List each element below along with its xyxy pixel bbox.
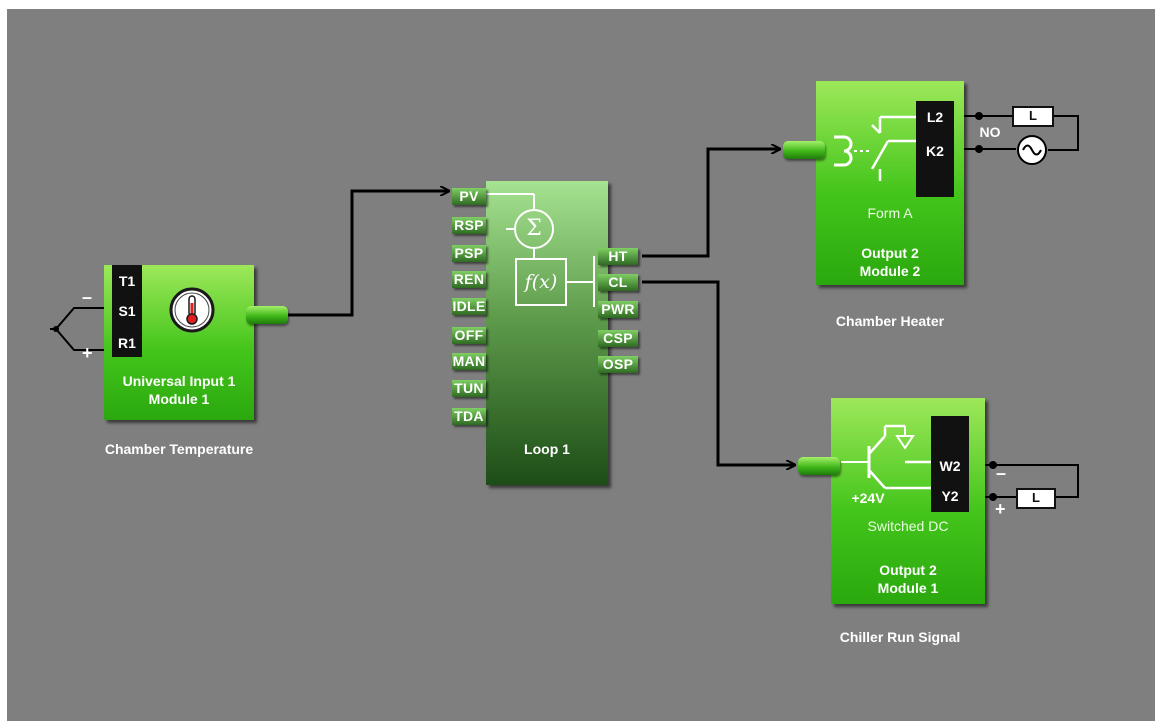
chiller-type: Switched DC [867, 518, 949, 534]
chiller-plus-label: + [995, 499, 1006, 519]
input-terminal-strip: T1 S1 R1 [112, 265, 142, 357]
loop-input-off[interactable]: OFF [452, 327, 486, 344]
heater-output-block[interactable]: L2 K2 Form A Output 2 Module 2 [816, 81, 964, 285]
input-caption: Chamber Temperature [104, 441, 254, 457]
loop-output-ht[interactable]: HT [598, 248, 638, 265]
terminal-w2[interactable]: W2 [939, 458, 961, 474]
loop-block[interactable]: Σ f(x) Loop 1 [486, 181, 608, 485]
loop-input-rsp[interactable]: RSP [452, 217, 486, 234]
heater-input-connector[interactable] [783, 141, 825, 159]
function-symbol: f(x) [524, 271, 558, 293]
heater-caption: Chamber Heater [835, 313, 945, 329]
transistor-icon [841, 424, 931, 490]
loop-input-psp[interactable]: PSP [452, 245, 486, 262]
relay-icon [834, 115, 916, 181]
loop-output-csp[interactable]: CSP [598, 330, 638, 347]
chiller-name-line2: Module 1 [877, 580, 939, 596]
terminal-t1[interactable]: T1 [118, 273, 136, 289]
thermocouple-minus-label: – [82, 287, 93, 307]
summing-junction-icon [486, 193, 595, 307]
heater-contact-label: NO [979, 124, 1001, 140]
loop-input-idle[interactable]: IDLE [452, 298, 486, 315]
loop-input-pv[interactable]: PV [452, 188, 486, 205]
chiller-load-box: L [1016, 488, 1056, 509]
loop-input-man[interactable]: MAN [452, 353, 486, 370]
sigma-symbol: Σ [526, 216, 542, 241]
terminal-s1[interactable]: S1 [118, 303, 136, 319]
loop-output-osp[interactable]: OSP [598, 356, 638, 373]
input-name-line2: Module 1 [148, 391, 210, 407]
chiller-output-block[interactable]: W2 Y2 +24V Switched DC Output 2 Module 1 [831, 398, 985, 604]
heater-name-line2: Module 2 [859, 263, 921, 279]
terminal-r1[interactable]: R1 [118, 335, 136, 351]
chiller-input-connector[interactable] [798, 457, 840, 475]
heater-load-box: L [1012, 106, 1054, 127]
terminal-y2[interactable]: Y2 [941, 488, 959, 504]
terminal-k2[interactable]: K2 [926, 143, 944, 159]
chiller-caption: Chiller Run Signal [839, 629, 961, 645]
loop-name: Loop 1 [524, 441, 570, 457]
loop-output-cl[interactable]: CL [598, 274, 638, 291]
input-output-connector[interactable] [246, 306, 288, 324]
chiller-minus-label: – [996, 463, 1007, 483]
heater-terminal-strip: L2 K2 [916, 101, 954, 197]
loop-input-ren[interactable]: REN [452, 271, 486, 288]
chiller-terminal-strip: W2 Y2 [931, 416, 969, 512]
universal-input-block[interactable]: T1 S1 R1 Universal Input 1 Module 1 [104, 265, 254, 420]
loop-input-tda[interactable]: TDA [452, 408, 486, 425]
heater-name-line1: Output 2 [861, 245, 919, 261]
loop-input-tun[interactable]: TUN [452, 380, 486, 397]
thermometer-icon [169, 287, 215, 333]
heater-type: Form A [867, 205, 913, 221]
terminal-l2[interactable]: L2 [926, 109, 944, 125]
thermocouple-plus-label: + [82, 343, 93, 363]
chiller-name-line1: Output 2 [879, 562, 937, 578]
chiller-supply-label: +24V [851, 490, 885, 506]
loop-output-pwr[interactable]: PWR [598, 301, 638, 318]
input-name-line1: Universal Input 1 [122, 373, 236, 389]
